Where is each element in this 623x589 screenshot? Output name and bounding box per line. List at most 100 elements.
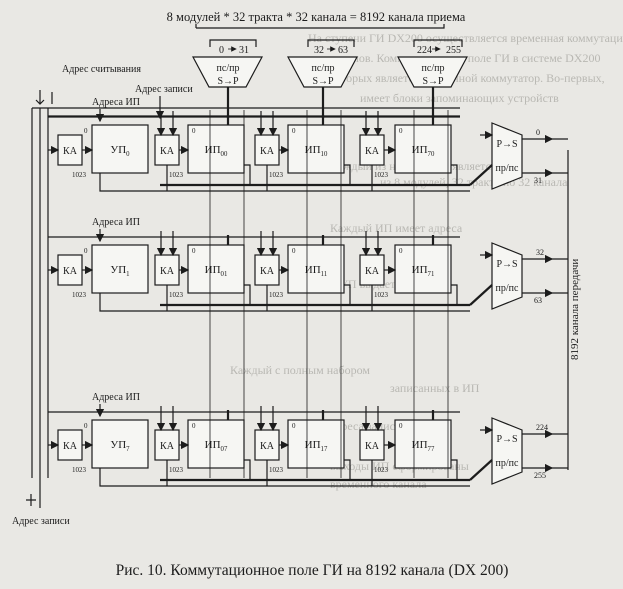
ip-zero: 0 <box>399 247 403 255</box>
ip-label: ИП77 <box>412 439 435 453</box>
ip-label: ИП10 <box>305 144 328 158</box>
ka-label: КА <box>260 266 275 277</box>
ip-address-label: Адреса ИП <box>92 97 140 108</box>
up-block-1 <box>91 244 149 294</box>
ps-top: P→S <box>496 139 517 150</box>
figure-caption: Рис. 10. Коммутационное поле ГИ на 8192 … <box>116 562 509 579</box>
write-address-bottom-label: Адрес записи <box>12 516 70 527</box>
ka-max: 1023 <box>169 291 184 299</box>
ka-block-left <box>57 254 83 286</box>
ka-zero: 0 <box>84 422 88 430</box>
background-text-line: Каждый ИП имеет адреса <box>330 221 463 235</box>
background-text-line: Каждый с полным набором <box>230 363 370 377</box>
ip-zero: 0 <box>292 127 296 135</box>
ka-max: 1023 <box>269 466 284 474</box>
row-2: Адреса ИП КА 0 1023 УП7 КА 1023 ИП07 0КА 1023 ИП17… <box>48 392 568 487</box>
ip-block-2-2 <box>394 419 452 469</box>
ka-zero: 0 <box>84 127 88 135</box>
ka-max: 1023 <box>269 291 284 299</box>
svg-text:S→P: S→P <box>217 76 239 87</box>
ka-label: КА <box>63 146 78 157</box>
ka-label: КА <box>365 146 380 157</box>
svg-text:255: 255 <box>446 45 461 56</box>
ip-block-0-1 <box>287 124 345 174</box>
ip-zero: 0 <box>399 127 403 135</box>
background-text-line: имеет блоки запоминающих устройств <box>360 91 559 105</box>
ka-label: КА <box>260 441 275 452</box>
ka-max: 1023 <box>374 466 389 474</box>
read-address-label: Адрес считывания <box>62 64 141 75</box>
ip-label: ИП70 <box>412 144 435 158</box>
svg-text:пс/пр: пс/пр <box>217 63 240 74</box>
ps-top: P→S <box>496 259 517 270</box>
ka-label: КА <box>160 266 175 277</box>
ka-block <box>359 254 385 286</box>
ka-max: 1023 <box>72 291 87 299</box>
sp-converter-2: пс/пр S→P <box>397 56 468 88</box>
ka-max: 1023 <box>374 291 389 299</box>
header-title: 8 модулей * 32 тракта * 32 канала = 8192… <box>167 10 466 24</box>
svg-text:31: 31 <box>239 45 249 56</box>
ip-label: ИП17 <box>305 439 328 453</box>
svg-text:пс/пр: пс/пр <box>312 63 335 74</box>
up-label-2: УП7 <box>110 439 130 453</box>
ip-address-label: Адреса ИП <box>92 392 140 403</box>
ip-label: ИП11 <box>305 264 327 278</box>
ip-block-2-0 <box>187 419 245 469</box>
ip-zero: 0 <box>192 422 196 430</box>
ip-block-1-1 <box>287 244 345 294</box>
ip-label: ИП00 <box>205 144 228 158</box>
out-ch-hi: 63 <box>534 296 542 305</box>
out-ch-lo: 224 <box>536 423 548 432</box>
ka-label: КА <box>160 146 175 157</box>
ps-bottom: пр/пс <box>496 458 519 469</box>
ip-zero: 0 <box>192 127 196 135</box>
svg-text:S→P: S→P <box>422 76 444 87</box>
ps-bottom: пр/пс <box>496 163 519 174</box>
ka-block <box>154 254 180 286</box>
svg-text:32: 32 <box>314 45 324 56</box>
ps-top: P→S <box>496 434 517 445</box>
ip-zero: 0 <box>192 247 196 255</box>
range-bracket-2: 224 255 <box>413 39 463 56</box>
ps-converter-1: P→S пр/пс <box>491 242 523 310</box>
range-bracket-0: 0 31 <box>209 39 257 56</box>
ka-label: КА <box>365 266 380 277</box>
ka-max: 1023 <box>169 466 184 474</box>
up-block-2 <box>91 419 149 469</box>
ip-block-0-2 <box>394 124 452 174</box>
svg-text:S→P: S→P <box>312 76 334 87</box>
ps-converter-0: P→S пр/пс <box>491 122 523 190</box>
transmit-label: 8192 канала передачи <box>569 259 581 360</box>
ka-label: КА <box>365 441 380 452</box>
ps-bottom: пр/пс <box>496 283 519 294</box>
ip-label: ИП07 <box>205 439 228 453</box>
write-bottom-cross-icon <box>26 494 36 506</box>
range-bracket-1: 32 63 <box>307 39 355 56</box>
ka-label: КА <box>260 146 275 157</box>
sp-converter-1: пс/пр S→P <box>287 56 358 88</box>
ip-label: ИП01 <box>205 264 228 278</box>
ip-zero: 0 <box>292 247 296 255</box>
sp-converter-0: пс/пр S→P <box>192 56 263 88</box>
background-text-line: На ступени ГИ DX200 осуществляется време… <box>308 31 623 45</box>
ka-zero: 0 <box>84 247 88 255</box>
ps-converter-2: P→S пр/пс <box>491 417 523 485</box>
ip-block-1-0 <box>187 244 245 294</box>
svg-text:пс/пр: пс/пр <box>422 63 445 74</box>
ka-label: КА <box>63 441 78 452</box>
ka-max: 1023 <box>72 171 87 179</box>
ip-label: ИП71 <box>412 264 435 278</box>
background-text-line: записанных в ИП <box>390 381 480 395</box>
out-ch-lo: 32 <box>536 248 544 257</box>
ka-label: КА <box>160 441 175 452</box>
out-ch-hi: 255 <box>534 471 546 480</box>
ip-block-0-0 <box>187 124 245 174</box>
out-ch-lo: 0 <box>536 128 540 137</box>
ip-zero: 0 <box>292 422 296 430</box>
